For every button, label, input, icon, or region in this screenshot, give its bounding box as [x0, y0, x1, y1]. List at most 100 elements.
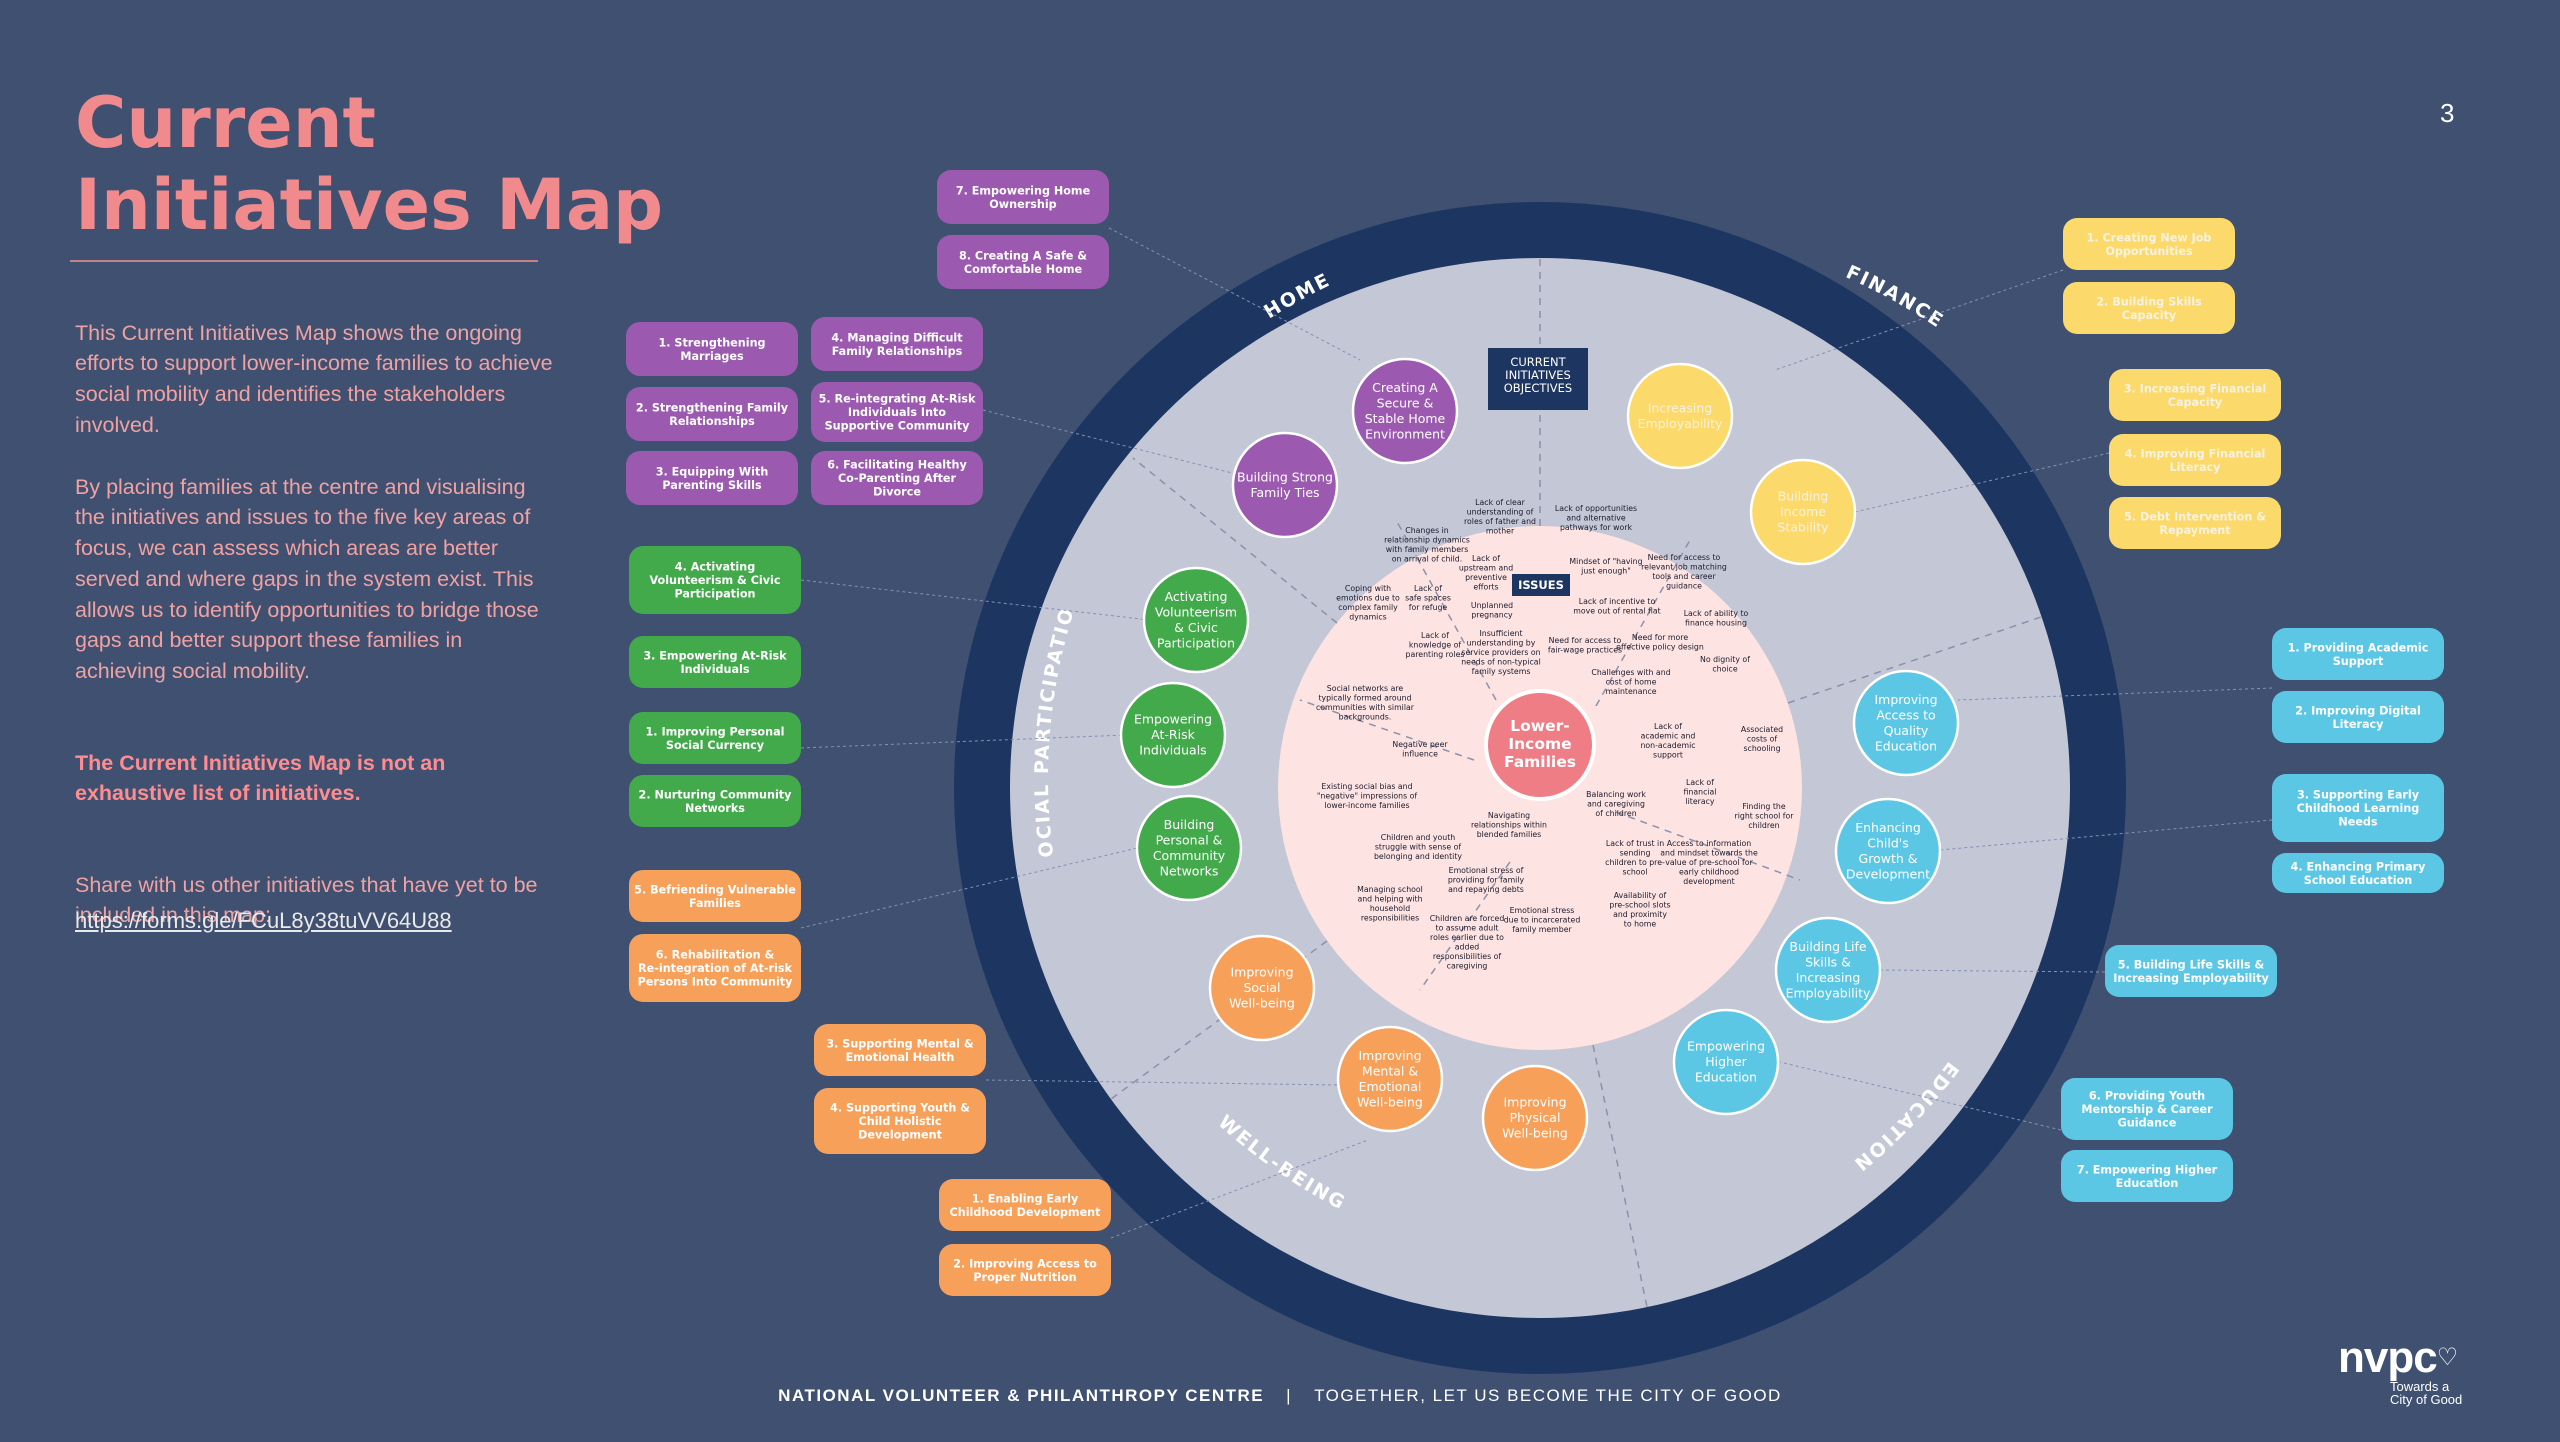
objective-circle: [1626, 362, 1734, 470]
objective-circle: [1336, 1025, 1444, 1133]
objective-circle: [1672, 1008, 1780, 1116]
objective-circle: [1208, 934, 1316, 1042]
initiative-pill: [939, 1179, 1111, 1231]
initiative-wellbeing-3: 3. Supporting Mental &Emotional Health: [814, 1024, 986, 1076]
connector-line: [800, 734, 1126, 749]
initiative-pill: [2272, 691, 2444, 743]
footer-org: NATIONAL VOLUNTEER & PHILANTHROPY CENTRE: [778, 1386, 1265, 1405]
initiative-pill: [629, 934, 801, 1002]
objective-circle: [1774, 916, 1882, 1024]
initiative-pill: [629, 636, 801, 688]
initiative-education-5: 5. Building Life Skills &Increasing Empl…: [2105, 945, 2277, 997]
initiative-pill: [2063, 282, 2235, 334]
initiative-home-8: 8. Creating A Safe &Comfortable Home: [937, 235, 1109, 289]
initiative-pill: [811, 451, 983, 505]
connector-line: [1879, 969, 2106, 973]
initiative-pill: [2061, 1150, 2233, 1202]
initiative-pill: [2105, 945, 2277, 997]
issues-label-box: [1512, 574, 1570, 596]
objective-circle: [1834, 797, 1942, 905]
issues-label: ISSUES: [1518, 578, 1564, 592]
divider-education-wellbeing: [1592, 1044, 1648, 1308]
connector-line: [1110, 1139, 1369, 1239]
initiative-pill: [937, 235, 1109, 289]
objective-circle: [1119, 681, 1227, 789]
intro-paragraph-1: This Current Initiatives Map shows the o…: [75, 320, 553, 437]
connector-line: [1779, 1061, 2062, 1131]
connector-lines: [800, 227, 2273, 1239]
initiative-finance-5: 5. Debt Intervention &Repayment: [2109, 497, 2281, 549]
connector-line: [985, 1079, 1341, 1086]
feedback-form-link[interactable]: https://forms.gle/FCuL8y38tuVV64U88: [75, 908, 452, 933]
nvpc-logo: nvpc♡ Towards a City of Good: [2338, 1336, 2470, 1407]
initiative-pill: [2109, 497, 2281, 549]
connector-line: [1957, 687, 2273, 701]
title-line-2: Initiatives Map: [75, 164, 664, 246]
initiative-pill: [2063, 218, 2235, 270]
initiative-pill: [626, 451, 798, 505]
objective-circle: [1749, 458, 1857, 566]
initiative-label: 5. Debt Intervention &Repayment: [2124, 510, 2266, 537]
share-prompt: Share with us other initiatives that hav…: [75, 872, 538, 928]
initiative-pill: [814, 1024, 986, 1076]
divider-finance-education: [1787, 616, 2042, 704]
connector-line: [800, 579, 1151, 621]
